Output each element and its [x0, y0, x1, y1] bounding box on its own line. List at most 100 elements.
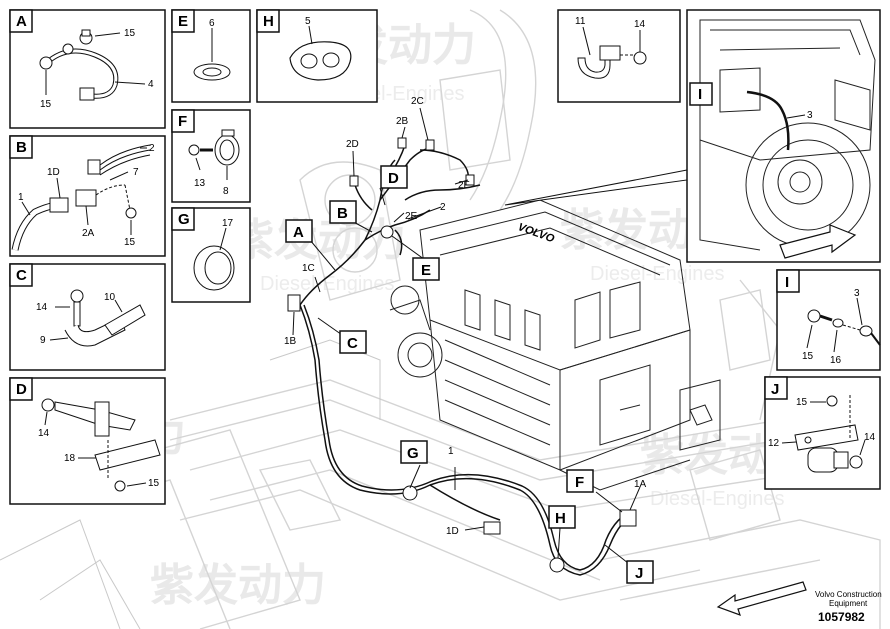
main-callouts: A B C D E F G H J — [285, 165, 654, 584]
panel-c: C 14 10 9 — [9, 263, 166, 371]
callout-g-label: G — [407, 445, 419, 462]
grommet-h — [549, 557, 565, 573]
callout-d-label: D — [388, 170, 399, 187]
panel-g-letter: G — [178, 211, 190, 228]
panel-c-letter: C — [16, 267, 27, 284]
connector-2f — [465, 174, 475, 186]
label-2b: 2B — [396, 116, 409, 127]
panel-d-letter: D — [16, 381, 27, 398]
callout-c — [339, 330, 367, 354]
panel-d: D 14 18 15 — [9, 377, 166, 505]
panel-h: H 5 — [256, 9, 378, 103]
panel-b-label-15: 15 — [124, 237, 136, 248]
callout-b — [329, 200, 357, 224]
panel-b-label-1: 1 — [18, 192, 24, 203]
panel-a-label-4: 4 — [148, 79, 154, 90]
panel-i-inset: I 3 — [686, 9, 881, 263]
panel-i-inset-label-3: 3 — [807, 110, 813, 121]
panel-i: I 3 15 16 — [776, 269, 881, 371]
footer: Volvo Construction Equipment 1057982 — [815, 590, 882, 624]
connector-2b — [397, 137, 407, 149]
panel-f-label-13: 13 — [194, 178, 206, 189]
callout-j-label: J — [635, 565, 643, 582]
label-2e: 2E — [405, 211, 418, 222]
panel-d-label-18: 18 — [64, 453, 76, 464]
label-2f: 2F — [458, 180, 470, 191]
label-2: 2 — [440, 202, 446, 213]
panel-clip-label-14: 14 — [634, 19, 646, 30]
panel-a: A 15 4 15 — [9, 9, 166, 129]
panel-j-label-12: 12 — [768, 438, 780, 449]
label-1d: 1D — [446, 526, 459, 537]
panel-a-label-15-top: 15 — [124, 28, 136, 39]
machine-frame-ghost — [0, 9, 881, 629]
callout-h — [548, 505, 576, 529]
panel-e: E 6 — [171, 9, 251, 103]
watermark-en-4: Diesel-Engines — [650, 488, 785, 510]
callout-f — [566, 469, 594, 493]
footer-maker: Volvo Construction — [815, 590, 882, 599]
connector-2c — [425, 139, 435, 151]
panel-c-label-10: 10 — [104, 292, 116, 303]
engine-brand-label: VOLVO — [516, 221, 556, 245]
panel-f-letter: F — [178, 113, 187, 130]
panel-j-letter: J — [771, 381, 779, 398]
callout-h-label: H — [555, 510, 566, 527]
panel-c-label-9: 9 — [40, 335, 46, 346]
panel-b-letter: B — [16, 139, 27, 156]
label-1b: 1B — [284, 336, 297, 347]
wiring-harness — [287, 137, 637, 576]
panel-clip-11: 11 14 — [557, 9, 681, 103]
label-1a: 1A — [634, 479, 647, 490]
panel-i-label-16: 16 — [830, 355, 842, 366]
panel-b: B 2 1D 7 1 2A 15 — [9, 135, 166, 257]
callout-a — [285, 219, 313, 243]
label-1: 1 — [448, 446, 454, 457]
connector-1a — [619, 509, 637, 527]
panel-a-letter: A — [16, 13, 27, 30]
label-1c: 1C — [302, 263, 315, 274]
panel-f: F 13 8 — [171, 109, 251, 203]
panel-i-label-15: 15 — [802, 351, 814, 362]
panel-d-label-15: 15 — [148, 478, 160, 489]
panel-e-label-6: 6 — [209, 18, 215, 29]
panel-b-label-7: 7 — [133, 167, 139, 178]
label-2c: 2C — [411, 96, 424, 107]
callout-e — [412, 257, 440, 281]
callout-j — [626, 560, 654, 584]
inset-pointer — [504, 169, 688, 206]
panel-b-label-2a: 2A — [82, 228, 95, 239]
panel-clip-label-11: 11 — [575, 16, 586, 27]
panel-g-label-17: 17 — [222, 218, 234, 229]
watermark-en-2: Diesel-Engines — [260, 273, 395, 295]
panel-h-label-5: 5 — [305, 16, 311, 27]
callout-f-label: F — [575, 474, 584, 491]
connector-1d — [483, 521, 501, 535]
watermark-cn-6: 紫发动力 — [150, 561, 326, 610]
connector-1b — [287, 294, 301, 312]
panel-j: J 15 12 14 — [764, 376, 881, 490]
grommet-e — [380, 225, 394, 239]
panel-b-label-1d: 1D — [47, 167, 60, 178]
callout-d — [380, 165, 408, 189]
callout-g — [400, 440, 428, 464]
panel-f-label-8: 8 — [223, 186, 229, 197]
panel-a-label-15-bottom: 15 — [40, 99, 52, 110]
panel-h-letter: H — [263, 13, 274, 30]
grommet-g — [402, 485, 418, 501]
panel-i-inset-letter: I — [698, 86, 702, 103]
callout-b-label: B — [337, 205, 348, 222]
callout-a-label: A — [293, 224, 304, 241]
panel-j-label-14: 14 — [864, 432, 876, 443]
panel-j-label-15: 15 — [796, 397, 808, 408]
panel-b-label-2: 2 — [149, 143, 155, 154]
panel-e-letter: E — [178, 13, 188, 30]
panel-c-label-14: 14 — [36, 302, 48, 313]
direction-arrow-main — [716, 581, 807, 616]
footer-line2: Equipment — [829, 599, 868, 608]
footer-doc-number: 1057982 — [818, 610, 865, 624]
direction-arrow-inset — [779, 224, 857, 259]
main-part-labels: 2C 2B 2D 2F 2E 2 1C 1B 1 1A 1D — [284, 96, 647, 537]
connector-2d — [349, 175, 359, 187]
